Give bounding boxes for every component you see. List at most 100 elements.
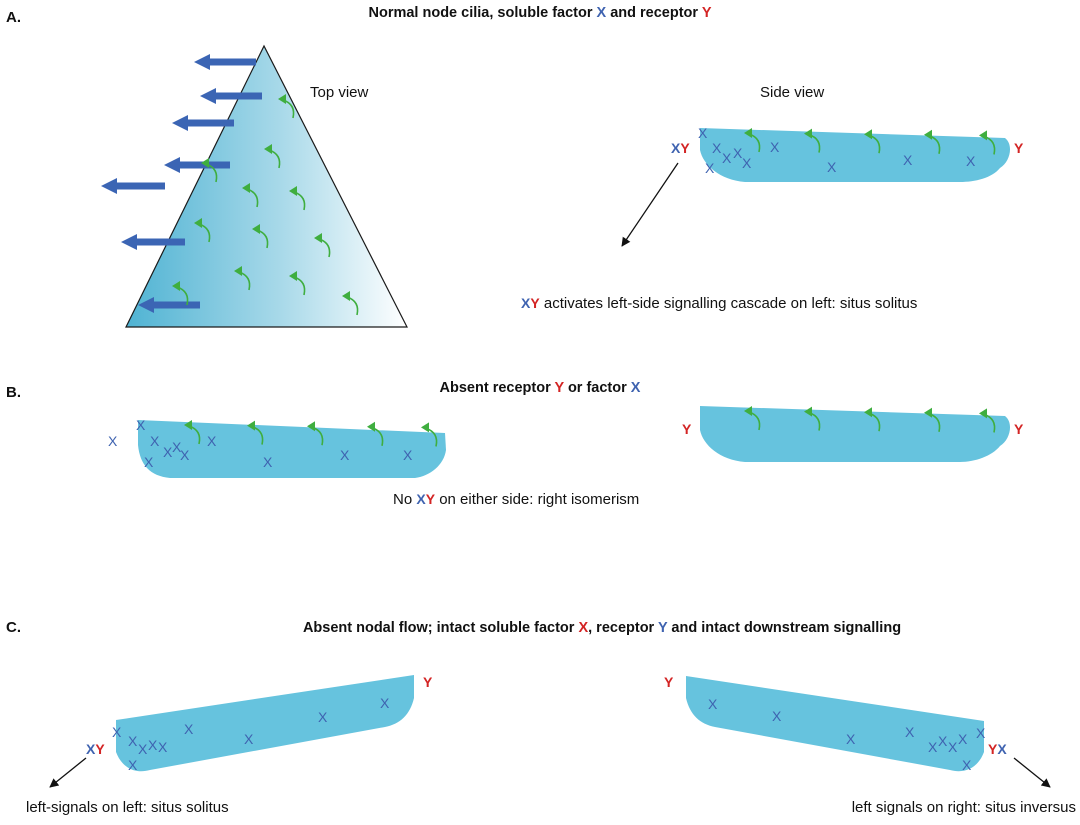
factor-x-mark: X — [962, 757, 972, 773]
flow-arrow-icon — [194, 54, 256, 70]
receptor-y-top-c-left: Y — [423, 674, 433, 690]
factor-x-mark: X — [742, 155, 752, 171]
cilium-icon — [194, 218, 211, 243]
xy-label-a: XY — [671, 140, 690, 156]
cilium-icon — [804, 406, 821, 431]
node-tilted-left — [116, 675, 414, 772]
factor-x-mark: X — [705, 160, 715, 176]
factor-x-mark: X — [712, 140, 722, 156]
factor-x-mark: X — [928, 739, 938, 755]
factor-x-mark: X — [733, 145, 743, 161]
top-view-cilia — [172, 94, 359, 316]
cilium-icon — [201, 158, 218, 183]
caption-c-right: left signals on right: situs inversus — [852, 799, 1076, 816]
node-tilted-right — [686, 676, 984, 772]
section-a-label: A. — [6, 9, 21, 26]
factor-x-mark: X — [163, 444, 173, 460]
cilium-icon — [247, 420, 264, 445]
flow-arrow-icon — [164, 157, 230, 173]
cilium-icon — [242, 183, 259, 208]
caption-b: No XY on either side: right isomerism — [393, 491, 639, 508]
factor-x-mark: X — [846, 731, 856, 747]
cilium-icon — [864, 129, 881, 154]
cilium-icon — [264, 144, 281, 169]
node-side-view-a — [700, 128, 1011, 182]
flow-arrow-icon — [121, 234, 185, 250]
cilium-icon — [744, 128, 761, 153]
factor-x-mark: X — [244, 731, 254, 747]
cilium-icon — [184, 420, 201, 445]
factor-x-mark: X — [158, 739, 168, 755]
factor-x-mark: X — [207, 433, 217, 449]
factor-x-mark: X — [772, 708, 782, 724]
flow-arrow-icon — [172, 115, 234, 131]
side-view-cilia-b-right — [744, 406, 996, 433]
cilium-icon — [979, 130, 996, 155]
factor-x-mark: X — [380, 695, 390, 711]
cilium-icon — [804, 128, 821, 153]
factor-x-mark: X — [708, 696, 718, 712]
factor-x-mark: X — [180, 447, 190, 463]
cilium-icon — [864, 407, 881, 432]
cilium-icon — [924, 129, 941, 154]
factor-x-mark: X — [144, 454, 154, 470]
factor-x-mark: X — [966, 153, 976, 169]
factor-x-mark: X — [136, 417, 146, 433]
cilium-icon — [289, 186, 306, 211]
factor-x-mark: X — [263, 454, 273, 470]
section-b-title: Absent receptor Y or factor X — [440, 380, 641, 396]
cilium-icon — [744, 406, 761, 431]
receptor-y-left-b: Y — [682, 421, 692, 437]
factor-x-mark: X — [138, 741, 148, 757]
factor-x-mark: X — [905, 724, 915, 740]
factor-x-mark: X — [148, 737, 158, 753]
factor-x-mark: X — [698, 125, 708, 141]
cilium-icon — [979, 408, 996, 433]
factor-x-mark: X — [976, 725, 986, 741]
factor-x-mark: X — [903, 152, 913, 168]
factor-x-mark: X — [128, 757, 138, 773]
caption-a: XY activates left-side signalling cascad… — [521, 295, 917, 312]
receptor-y-right-a: Y — [1014, 140, 1024, 156]
node-top-view-triangle — [125, 44, 408, 328]
factor-x-mark: X — [172, 439, 182, 455]
cilium-icon — [234, 266, 251, 291]
cilium-icon — [307, 421, 324, 446]
receptor-y-top-c-right: Y — [664, 674, 674, 690]
factor-x-mark: X — [403, 447, 413, 463]
factor-x-mark: X — [938, 733, 948, 749]
caption-c-left: left-signals on left: situs solitus — [26, 799, 229, 816]
factor-x-mark: X — [722, 150, 732, 166]
flow-arrow-icon — [200, 88, 262, 104]
node-side-view-b-left — [138, 420, 446, 478]
factor-x-mark: X — [340, 447, 350, 463]
flow-arrows — [101, 54, 262, 313]
pointer-arrow-c-left — [49, 757, 87, 788]
pointer-arrow-c-right — [1013, 757, 1051, 788]
factor-x-outside-b: X — [108, 433, 118, 449]
side-view-cilia-b-left — [184, 420, 438, 447]
xy-label-c-left: XY — [86, 741, 105, 757]
side-view-cilia-a — [744, 128, 996, 155]
side-view-label: Side view — [760, 84, 824, 101]
factor-x-mark: X — [112, 724, 122, 740]
node-side-view-b-right — [700, 406, 1011, 462]
flow-arrow-icon — [138, 297, 200, 313]
receptor-y-right-b: Y — [1014, 421, 1024, 437]
pointer-arrow-a — [621, 162, 679, 247]
factor-x-mark: X — [958, 731, 968, 747]
section-c-label: C. — [6, 619, 21, 636]
cilium-icon — [924, 407, 941, 432]
factor-x-mark: X — [128, 733, 138, 749]
factor-x-mark: X — [184, 721, 194, 737]
cilium-icon — [314, 233, 331, 258]
section-a-title: Normal node cilia, soluble factor X and … — [369, 5, 712, 21]
section-b-label: B. — [6, 384, 21, 401]
cilium-icon — [289, 271, 306, 296]
yx-label-c-right: YX — [988, 741, 1007, 757]
cilium-icon — [342, 291, 359, 316]
